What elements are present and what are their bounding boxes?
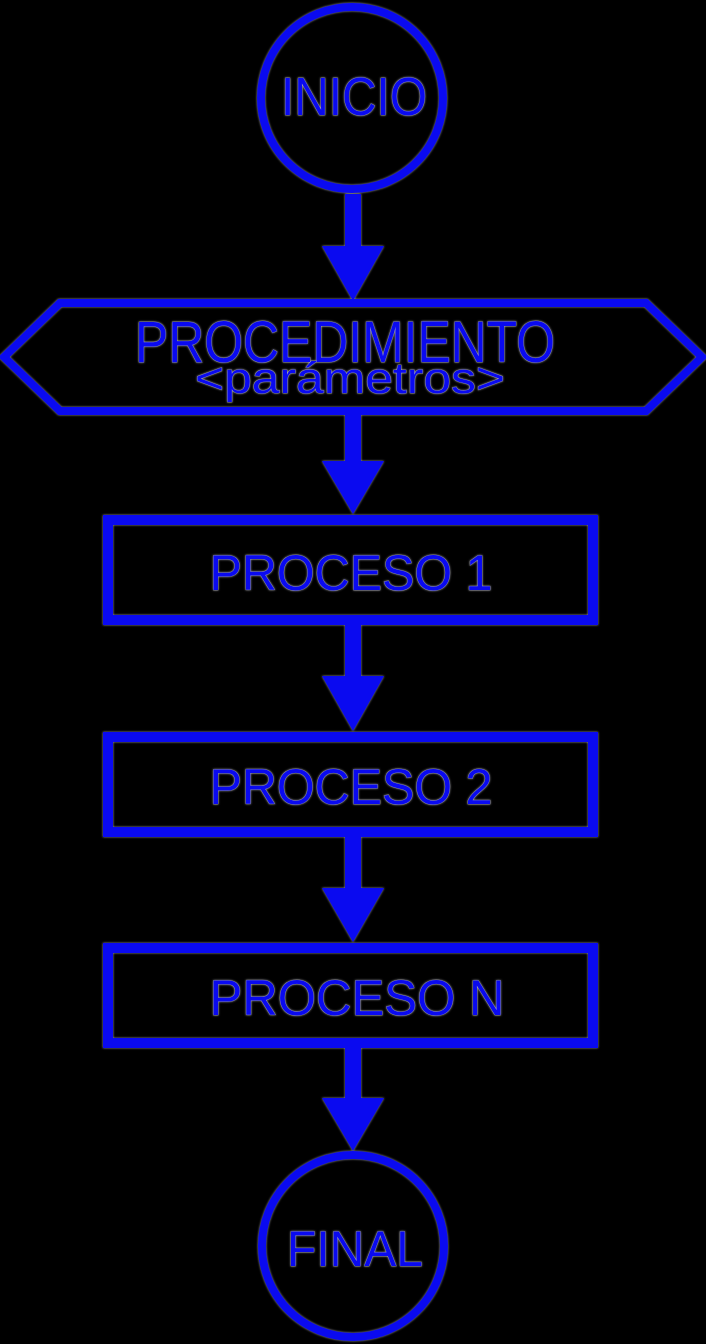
- arrow-procedure-to-proceso1: [322, 411, 384, 514]
- procedure-sublabel: <parámetros>: [195, 354, 505, 403]
- arrow-stem: [345, 625, 361, 678]
- proceso1-label: PROCESO 1: [210, 545, 493, 601]
- start-circle-shape: [257, 3, 447, 193]
- arrow-head-icon: [322, 888, 384, 942]
- arrow-proceso1-to-proceso2: [322, 625, 384, 731]
- proceso2-rect-shape: [103, 732, 598, 837]
- proceson-label: PROCESO N: [210, 970, 505, 1026]
- arrow-head-icon: [322, 246, 384, 301]
- arrow-proceson-to-end: [322, 1048, 384, 1151]
- proceso2-label: PROCESO 2: [210, 759, 493, 815]
- procedure-hexagon-shape: [0, 299, 706, 415]
- arrow-head-icon: [322, 461, 384, 514]
- arrow-stem: [345, 411, 361, 463]
- end-circle-shape: [258, 1151, 448, 1341]
- procedure-label: PROCEDIMIENTO: [135, 310, 555, 375]
- arrow-start-to-procedure: [322, 194, 384, 301]
- arrow-stem: [345, 194, 361, 248]
- proceso1-node: PROCESO 1: [103, 515, 598, 625]
- arrow-head-icon: [322, 1098, 384, 1151]
- proceso1-rect-shape: [103, 515, 598, 625]
- arrow-stem: [345, 837, 361, 890]
- proceso2-node: PROCESO 2: [103, 732, 598, 837]
- start-terminator-node: INICIO: [257, 3, 447, 193]
- procedure-node: PROCEDIMIENTO <parámetros>: [0, 299, 706, 415]
- proceson-rect-shape: [103, 943, 598, 1048]
- arrow-head-icon: [322, 676, 384, 731]
- arrow-proceso2-to-proceson: [322, 837, 384, 942]
- arrow-stem: [345, 1048, 361, 1100]
- start-label: INICIO: [281, 67, 427, 127]
- proceson-node: PROCESO N: [103, 943, 598, 1048]
- end-terminator-node: FINAL: [258, 1151, 448, 1341]
- end-label: FINAL: [287, 1221, 423, 1277]
